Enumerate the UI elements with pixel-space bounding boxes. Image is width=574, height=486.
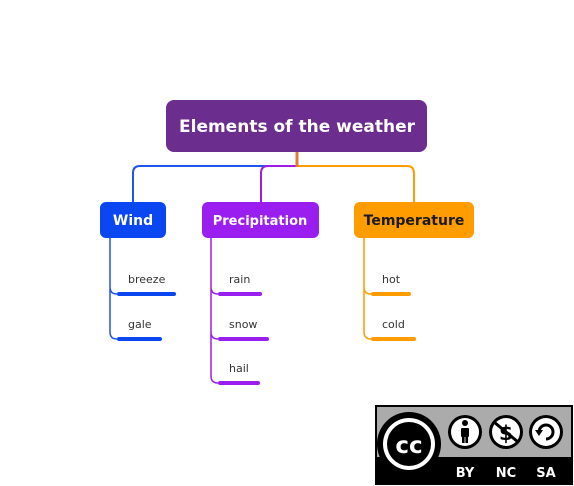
cc-license-badge[interactable]: cc $ BY NC SA [375, 405, 573, 485]
leaf-cold[interactable]: cold [371, 318, 416, 341]
leaf-hail[interactable]: hail [218, 362, 260, 385]
precipitation-leaf-connector [210, 238, 219, 384]
license-term-by: BY [456, 466, 475, 481]
license-term-nc: NC [496, 466, 516, 481]
license-term-sa: SA [536, 466, 555, 481]
share-alike-icon [529, 415, 563, 449]
branch-label-precipitation: Precipitation [213, 214, 308, 229]
leaf-hot[interactable]: hot [371, 273, 411, 296]
branch-wind: Wind breeze gale [100, 202, 176, 341]
branch-temperature: Temperature hot cold [354, 202, 474, 341]
leaf-label-gale: gale [128, 318, 152, 331]
connector-root-wind [132, 152, 298, 203]
leaf-label-rain: rain [229, 273, 250, 286]
branch-node-wind[interactable]: Wind [100, 202, 166, 238]
branch-label-wind: Wind [113, 213, 153, 229]
cc-mark: cc [395, 433, 422, 459]
branch-precipitation: Precipitation rain snow hail [202, 202, 319, 385]
branch-node-precipitation[interactable]: Precipitation [202, 202, 319, 238]
root-node[interactable]: Elements of the weather [166, 100, 427, 152]
temperature-leaf-connector [363, 238, 372, 340]
leaf-label-hot: hot [382, 273, 401, 286]
branch-label-temperature: Temperature [364, 213, 465, 229]
non-commercial-dollar-icon: $ [489, 415, 523, 449]
leaf-breeze[interactable]: breeze [117, 273, 176, 296]
branch-node-temperature[interactable]: Temperature [354, 202, 474, 238]
leaf-label-breeze: breeze [128, 273, 166, 286]
connector-root-precipitation [260, 165, 297, 203]
attribution-person-icon [448, 415, 482, 449]
connector-root-temperature [297, 165, 415, 203]
leaf-snow[interactable]: snow [218, 318, 269, 341]
leaf-label-snow: snow [229, 318, 257, 331]
root-node-label: Elements of the weather [179, 117, 416, 137]
wind-leaf-connector [109, 238, 118, 340]
leaf-gale[interactable]: gale [117, 318, 162, 341]
leaf-label-cold: cold [382, 318, 405, 331]
leaf-rain[interactable]: rain [218, 273, 262, 296]
leaf-label-hail: hail [229, 362, 249, 375]
creative-commons-icon: cc [377, 412, 441, 476]
